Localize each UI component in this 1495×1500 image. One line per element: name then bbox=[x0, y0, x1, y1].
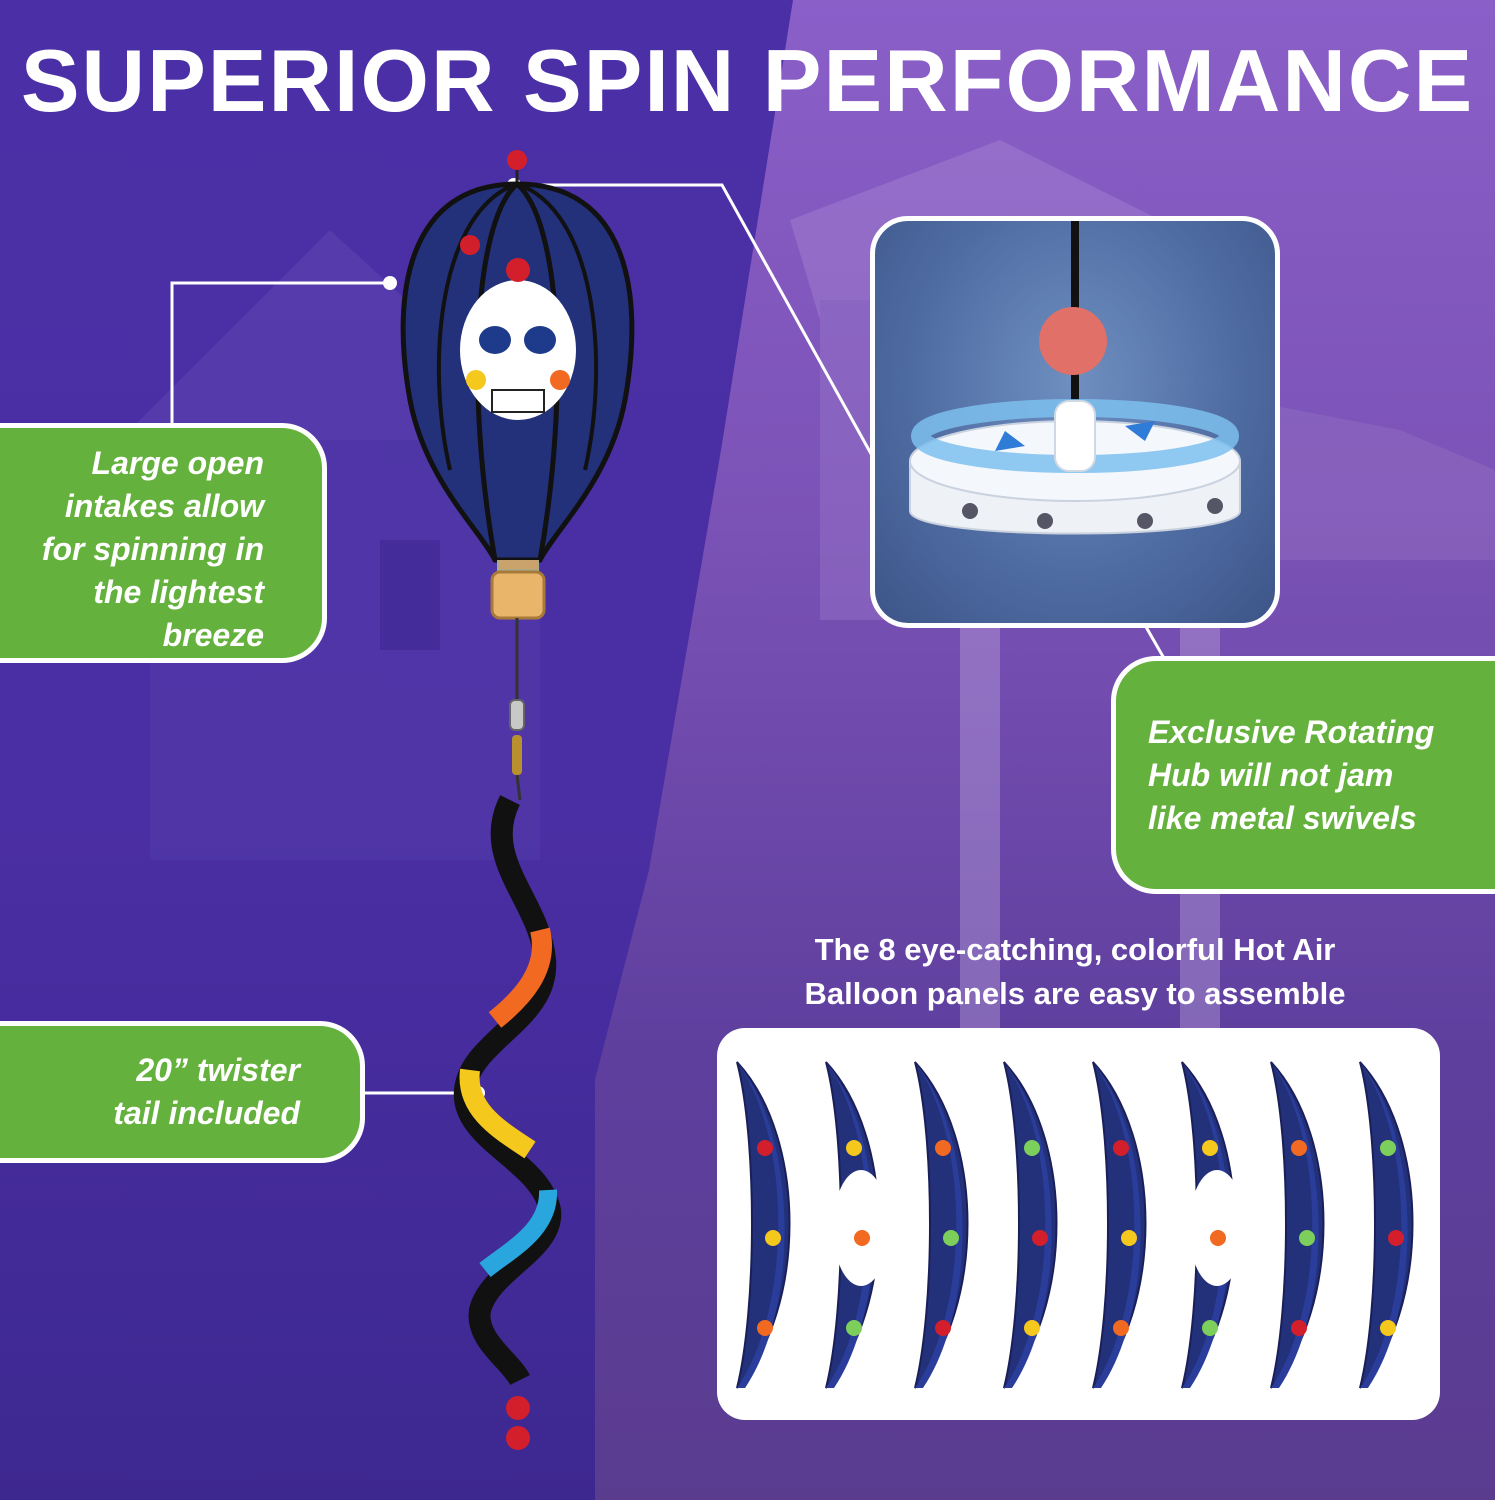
panel-flower bbox=[1202, 1140, 1218, 1156]
panel-flower bbox=[1113, 1320, 1129, 1336]
callout-hub-text: Exclusive Rotating Hub will not jam like… bbox=[1148, 714, 1435, 836]
panel-flower bbox=[757, 1140, 773, 1156]
balloon-panel-7 bbox=[1270, 1061, 1325, 1389]
panel-flower bbox=[846, 1320, 862, 1336]
panel-flower bbox=[1024, 1320, 1040, 1336]
panel-flower bbox=[935, 1140, 951, 1156]
panel-flower bbox=[765, 1230, 781, 1246]
panels-illustration bbox=[717, 1028, 1440, 1420]
connector-intakes bbox=[170, 281, 390, 430]
hub-graphic bbox=[909, 221, 1241, 535]
balloon-panel-1 bbox=[736, 1061, 791, 1389]
balloon-panel-5 bbox=[1092, 1061, 1147, 1389]
panel-flower bbox=[935, 1320, 951, 1336]
panel-flower bbox=[1210, 1230, 1226, 1246]
panel-flower bbox=[1121, 1230, 1137, 1246]
balloon-panel-3 bbox=[914, 1061, 969, 1389]
balloon-illustration bbox=[400, 150, 635, 1450]
panel-flower bbox=[943, 1230, 959, 1246]
panel-flower bbox=[1380, 1140, 1396, 1156]
callout-twister-text: 20” twister tail included bbox=[113, 1052, 300, 1131]
panel-flower bbox=[1032, 1230, 1048, 1246]
panel-fill bbox=[1271, 1062, 1319, 1388]
balloon-panels bbox=[736, 1061, 1414, 1389]
panel-flower bbox=[854, 1230, 870, 1246]
panel-fill bbox=[1004, 1062, 1052, 1388]
panel-flower bbox=[1380, 1320, 1396, 1336]
panel-flower bbox=[757, 1320, 773, 1336]
balloon-panel-8 bbox=[1359, 1061, 1414, 1389]
panel-fill bbox=[1093, 1062, 1141, 1388]
panel-skull bbox=[833, 1170, 889, 1286]
callout-twister: 20” twister tail included bbox=[0, 1021, 365, 1163]
panel-flower bbox=[1113, 1140, 1129, 1156]
panel-flower bbox=[1024, 1140, 1040, 1156]
panel-flower bbox=[1202, 1320, 1218, 1336]
panel-skull bbox=[1189, 1170, 1245, 1286]
panel-fill bbox=[915, 1062, 963, 1388]
page-title: SUPERIOR SPIN PERFORMANCE bbox=[20, 31, 1475, 130]
panel-flower bbox=[1291, 1140, 1307, 1156]
balloon-panel-2 bbox=[825, 1061, 889, 1389]
panel-fill bbox=[826, 1062, 874, 1388]
panels-caption: The 8 eye-catching, colorful Hot Air Bal… bbox=[804, 932, 1346, 1011]
panel-flower bbox=[1299, 1230, 1315, 1246]
panel-flower bbox=[846, 1140, 862, 1156]
connector-dot-intakes bbox=[383, 276, 397, 290]
connector-hub-top bbox=[514, 183, 882, 471]
panel-fill bbox=[1360, 1062, 1408, 1388]
callout-hub: Exclusive Rotating Hub will not jam like… bbox=[1111, 656, 1495, 894]
panel-flower bbox=[1388, 1230, 1404, 1246]
panel-fill bbox=[1182, 1062, 1230, 1388]
balloon-panel-6 bbox=[1181, 1061, 1245, 1389]
callout-intakes: Large open intakes allow for spinning in… bbox=[0, 423, 327, 663]
balloon-panel-4 bbox=[1003, 1061, 1058, 1389]
panel-flower bbox=[1291, 1320, 1307, 1336]
callout-intakes-text: Large open intakes allow for spinning in… bbox=[41, 445, 264, 653]
rotating-hub-illustration bbox=[870, 216, 1280, 628]
panel-fill bbox=[737, 1062, 785, 1388]
